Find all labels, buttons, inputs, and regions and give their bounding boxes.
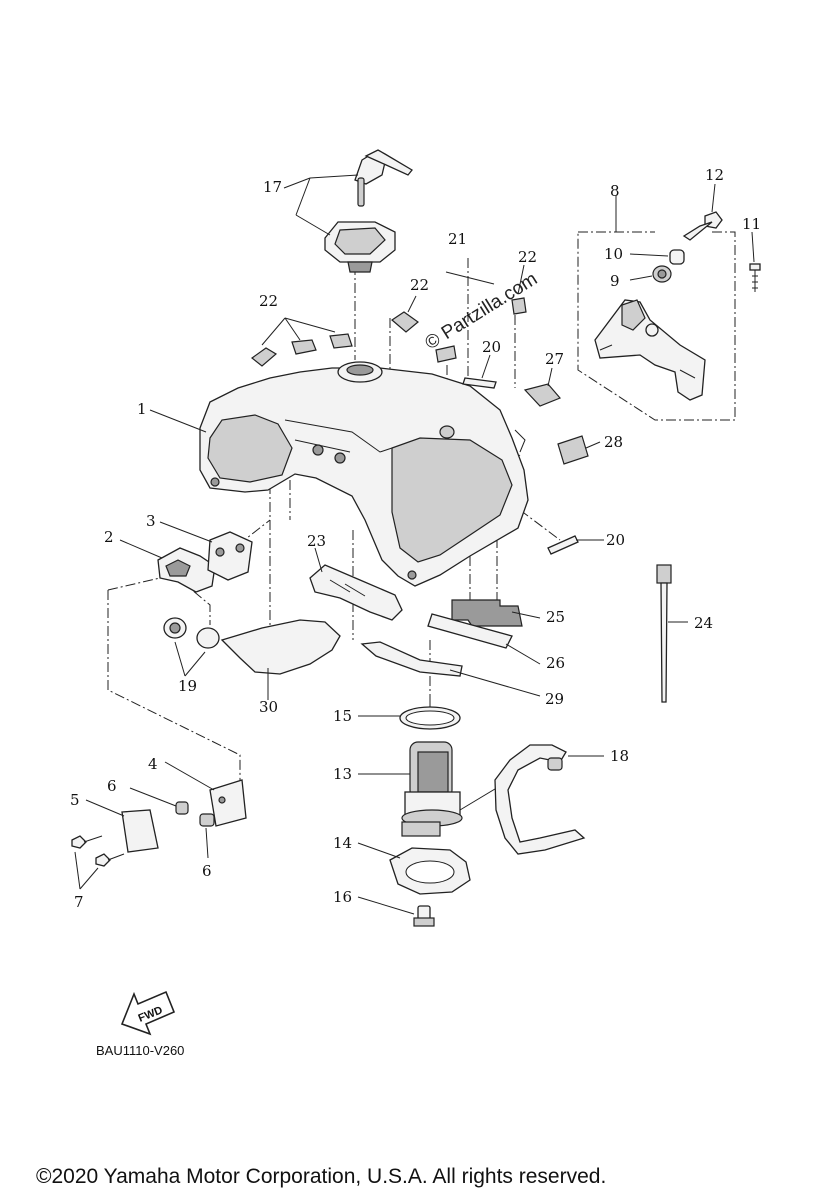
bolt-16 [413,905,435,927]
pad-26 [427,613,513,649]
callout-29: 29 [545,690,564,708]
fuel-hose-18 [494,744,586,855]
fuel-tank-1 [199,361,529,587]
callout-5: 5 [70,791,80,809]
callout-10: 10 [604,245,623,263]
callout-15: 15 [333,707,352,725]
callout-12: 12 [705,166,724,184]
bracket-2 [157,547,216,593]
cable-tie-24 [656,564,672,703]
cover-23 [309,564,403,621]
callout-25: 25 [546,608,565,626]
callout-28: 28 [604,433,623,451]
pins-20 [462,377,579,555]
grommet-9 [652,265,672,283]
callout-22-left: 22 [259,292,278,310]
callout-20-upper: 20 [482,338,501,356]
callout-8: 8 [610,182,620,200]
callout-13: 13 [333,765,352,783]
callout-17: 17 [263,178,282,196]
callout-20-lower: 20 [606,531,625,549]
callout-23: 23 [307,532,326,550]
fuel-cap-and-keys-17 [324,149,413,273]
pad-28 [557,435,589,465]
heat-shield-30 [220,619,341,675]
callout-22-right: 22 [518,248,537,266]
callout-16: 16 [333,888,352,906]
callout-7: 7 [74,893,84,911]
copyright-notice: ©2020 Yamaha Motor Corporation, U.S.A. A… [36,1165,606,1188]
pad-27 [523,383,562,407]
callout-numbers: 17 21 22 22 22 20 27 28 1 3 2 23 20 25 2… [70,166,761,911]
collars-6 [175,801,215,827]
callout-19: 19 [178,677,197,695]
dampers-22 [251,297,527,367]
callout-3: 3 [146,512,156,530]
plate-5 [121,809,159,853]
callout-22-middle: 22 [410,276,429,294]
leader-lines [85,174,755,915]
grommets-19 [163,617,220,677]
callout-6-upper: 6 [107,777,117,795]
diagram-code: BAU1110-V260 [96,1043,184,1058]
bracket-assembly-8 [577,231,736,421]
plate-14 [389,847,471,895]
callout-14: 14 [333,834,352,852]
callout-21: 21 [448,230,467,248]
callout-18: 18 [610,747,629,765]
callout-6-lower: 6 [202,862,212,880]
pad-25 [451,599,523,627]
callout-2: 2 [104,528,114,546]
callout-27: 27 [545,350,564,368]
callout-4: 4 [148,755,158,773]
bolts-7 [71,835,125,890]
damper-3 [207,531,253,581]
callout-11: 11 [742,215,761,233]
strip-29 [360,641,463,677]
screw-11 [749,263,761,292]
forward-arrow-icon: FWD [120,990,176,1036]
callout-24: 24 [694,614,713,632]
fuel-pump-13 [401,741,511,837]
callout-30: 30 [259,698,278,716]
collar-10 [669,249,685,265]
callout-26: 26 [546,654,565,672]
callout-1: 1 [137,400,147,418]
plate-4 [209,779,247,827]
bolt-12 [682,211,723,241]
o-ring-15 [399,706,461,730]
callout-9: 9 [610,272,620,290]
